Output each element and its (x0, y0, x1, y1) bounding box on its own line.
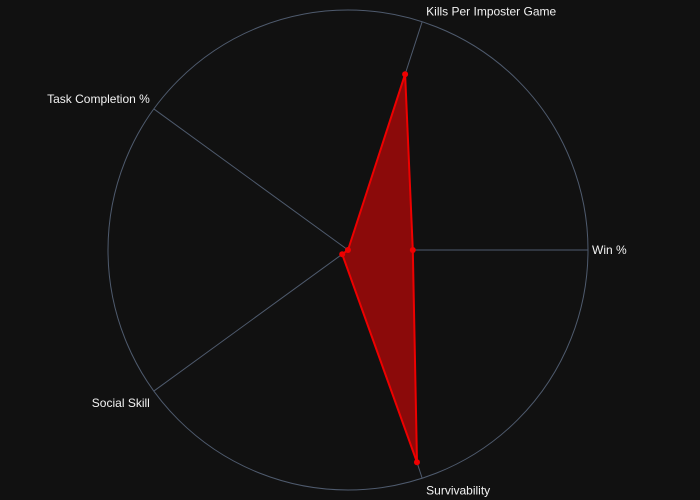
radar-series (339, 71, 420, 466)
radar-spoke (153, 249, 349, 392)
radar-point-social-skill[interactable] (339, 251, 346, 258)
radar-spoke (153, 108, 349, 251)
axis-label-win: Win % (592, 243, 627, 257)
radar-point-kills-per-imposter-game[interactable] (402, 71, 409, 78)
axis-label-social-skill: Social Skill (92, 396, 150, 410)
axis-label-kills-per-imposter-game: Kills Per Imposter Game (426, 5, 556, 19)
radar-point-task-completion[interactable] (345, 247, 351, 253)
radar-series-area (341, 73, 418, 464)
axis-label-survivability: Survivability (426, 483, 490, 497)
axis-label-task-completion: Task Completion % (47, 92, 150, 106)
radar-point-survivability[interactable] (413, 459, 420, 466)
radar-point-win[interactable] (409, 247, 416, 253)
